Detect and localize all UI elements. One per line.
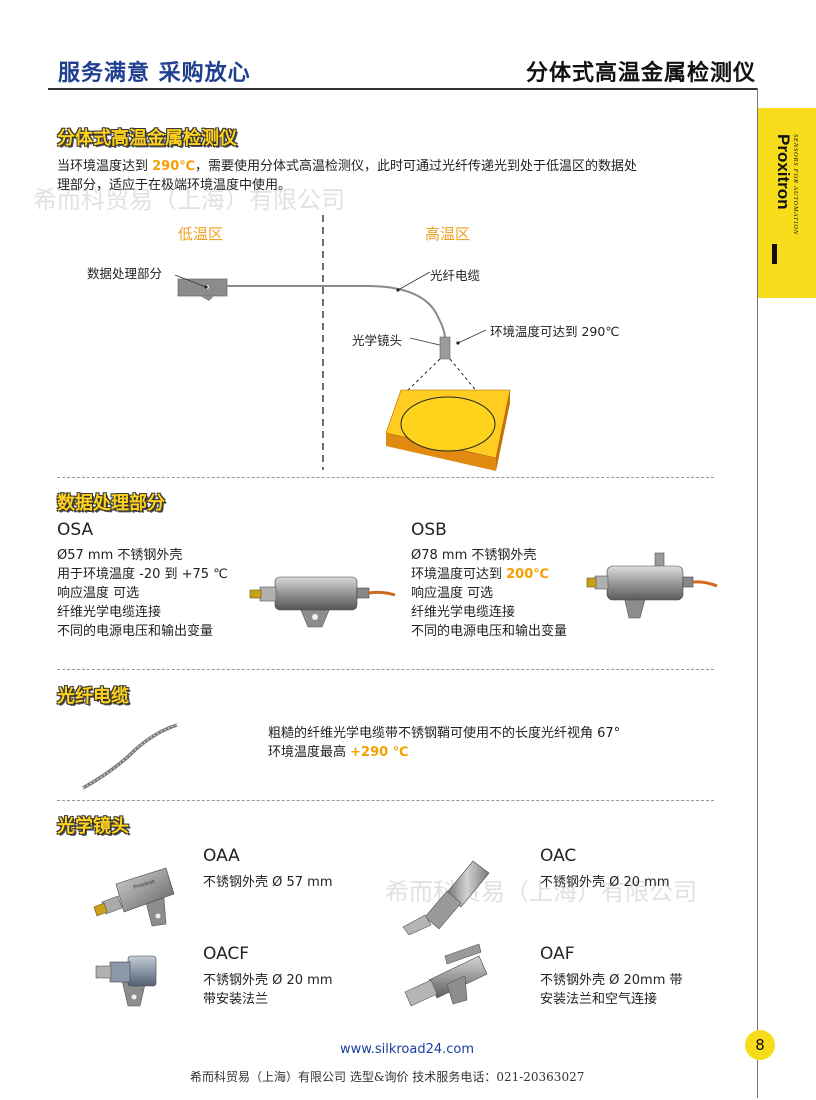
- osb-temp-highlight: 200℃: [506, 567, 550, 582]
- intro-text-b: ，需要使用分体式高温检测仪，此时可通过光纤传递光到处于低温区的数据处: [195, 159, 638, 174]
- cable-temp-highlight: +290 ℃: [350, 745, 409, 760]
- oaa-spec-1: 不锈钢外壳 Ø 57 mm: [203, 875, 333, 890]
- processing-unit-icon: [177, 278, 228, 301]
- oaa-name: OAA: [203, 846, 240, 866]
- fiber-cable-line: [227, 285, 446, 340]
- osa-spec-4: 纤维光学电缆连接: [57, 605, 162, 620]
- oacf-specs: 不锈钢外壳 Ø 20 mm 带安装法兰: [203, 971, 333, 1009]
- cable-spec-1: 粗糙的纤维光学电缆带不锈钢鞘可使用不的长度光纤视角 67°: [268, 726, 621, 741]
- watermark-top: 希而科贸易（上海）有限公司: [33, 186, 345, 214]
- osb-spec-2: 环境温度可达到 200℃: [411, 565, 567, 584]
- high-temp-zone-label: 高温区: [425, 225, 471, 243]
- intro-title: 分体式高温金属检测仪: [57, 128, 237, 149]
- osa-spec-5: 不同的电源电压和输出变量: [57, 624, 214, 639]
- oacf-spec-2: 带安装法兰: [203, 992, 269, 1007]
- oaf-spec-1: 不锈钢外壳 Ø 20mm 带: [540, 973, 683, 988]
- footer-company-info: 希而科贸易（上海）有限公司 选型&询价 技术服务电话：021-20363027: [190, 1070, 585, 1084]
- oaf-product-image: [404, 943, 488, 1007]
- optical-lens-icon: [439, 336, 451, 360]
- osa-product-image: [249, 576, 396, 628]
- osb-spec-1: Ø78 mm 不锈钢外壳: [411, 548, 537, 563]
- page-title: 分体式高温金属检测仪: [525, 61, 756, 86]
- oaf-name: OAF: [540, 944, 575, 964]
- divider-2: [57, 669, 714, 670]
- brand-name: Proxitron: [774, 134, 793, 210]
- osa-spec-2: 用于环境温度 -20 到 +75 ℃: [57, 567, 228, 582]
- brand-tagline: SENSORS FOR AUTOMATION: [792, 134, 799, 235]
- osa-name: OSA: [57, 520, 94, 540]
- oac-product-image: [402, 860, 490, 935]
- osb-spec-5: 不同的电源电压和输出变量: [411, 624, 568, 639]
- osb-specs: Ø78 mm 不锈钢外壳 环境温度可达到 200℃ 响应温度 可选 纤维光学电缆…: [411, 546, 567, 641]
- oacf-product-image: [95, 955, 157, 1007]
- processing-title: 数据处理部分: [57, 493, 165, 514]
- divider-3: [57, 800, 714, 801]
- header-divider: [48, 88, 758, 90]
- brand-band: [758, 108, 816, 298]
- oaf-spec-2: 安装法兰和空气连接: [540, 992, 658, 1007]
- cable-specs: 粗糙的纤维光学电缆带不锈钢鞘可使用不的长度光纤视角 67° 环境温度最高 +29…: [268, 724, 620, 762]
- oac-name: OAC: [540, 846, 577, 866]
- cable-title: 光纤电缆: [57, 686, 129, 707]
- oaa-product-image: Proxitron: [93, 867, 175, 927]
- lens-title: 光学镜头: [57, 816, 129, 837]
- cable-spec-2: 环境温度最高 +290 ℃: [268, 743, 620, 762]
- intro-temp-highlight: 290℃: [152, 159, 196, 174]
- osa-specs: Ø57 mm 不锈钢外壳 用于环境温度 -20 到 +75 ℃ 响应温度 可选 …: [57, 546, 228, 641]
- fiber-cable-label: 光纤电缆: [430, 268, 481, 283]
- oacf-name: OACF: [203, 944, 250, 964]
- system-diagram: [174, 215, 511, 471]
- low-temp-zone-label: 低温区: [178, 225, 224, 243]
- oac-spec-1: 不锈钢外壳 Ø 20 mm: [540, 875, 670, 890]
- brand-logo: Proxitron SENSORS FOR AUTOMATION: [772, 134, 799, 264]
- osb-name: OSB: [411, 520, 447, 540]
- intro-text-c: 理部分，适应于在极端环境温度中使用。: [57, 178, 292, 193]
- osb-spec-3: 响应温度 可选: [411, 586, 494, 601]
- intro-text: 当环境温度达到 290℃，需要使用分体式高温检测仪，此时可通过光纤传递光到处于低…: [57, 157, 727, 195]
- side-divider: [757, 88, 758, 1098]
- oaf-specs: 不锈钢外壳 Ø 20mm 带 安装法兰和空气连接: [540, 971, 683, 1009]
- fiber-cable-image: [82, 723, 178, 790]
- ambient-temp-label: 环境温度可达到 290℃: [490, 324, 620, 339]
- watermark-bottom: 希而科贸易（上海）有限公司: [385, 878, 697, 906]
- oacf-spec-1: 不锈钢外壳 Ø 20 mm: [203, 973, 333, 988]
- intro-text-a: 当环境温度达到: [57, 159, 153, 174]
- processing-unit-label: 数据处理部分: [87, 266, 163, 281]
- osb-product-image: [586, 552, 718, 619]
- osb-spec-2a: 环境温度可达到: [411, 567, 507, 582]
- osb-spec-4: 纤维光学电缆连接: [411, 605, 516, 620]
- hot-metal-plate: [385, 389, 511, 471]
- divider-1: [57, 477, 714, 478]
- footer-website-link[interactable]: www.silkroad24.com: [340, 1042, 475, 1057]
- page-number: 8: [745, 1030, 775, 1060]
- osa-spec-1: Ø57 mm 不锈钢外壳: [57, 548, 183, 563]
- cable-spec-2a: 环境温度最高: [268, 745, 351, 760]
- optical-lens-label: 光学镜头: [352, 333, 403, 348]
- header-slogan: 服务满意 采购放心: [58, 61, 251, 86]
- osa-spec-3: 响应温度 可选: [57, 586, 140, 601]
